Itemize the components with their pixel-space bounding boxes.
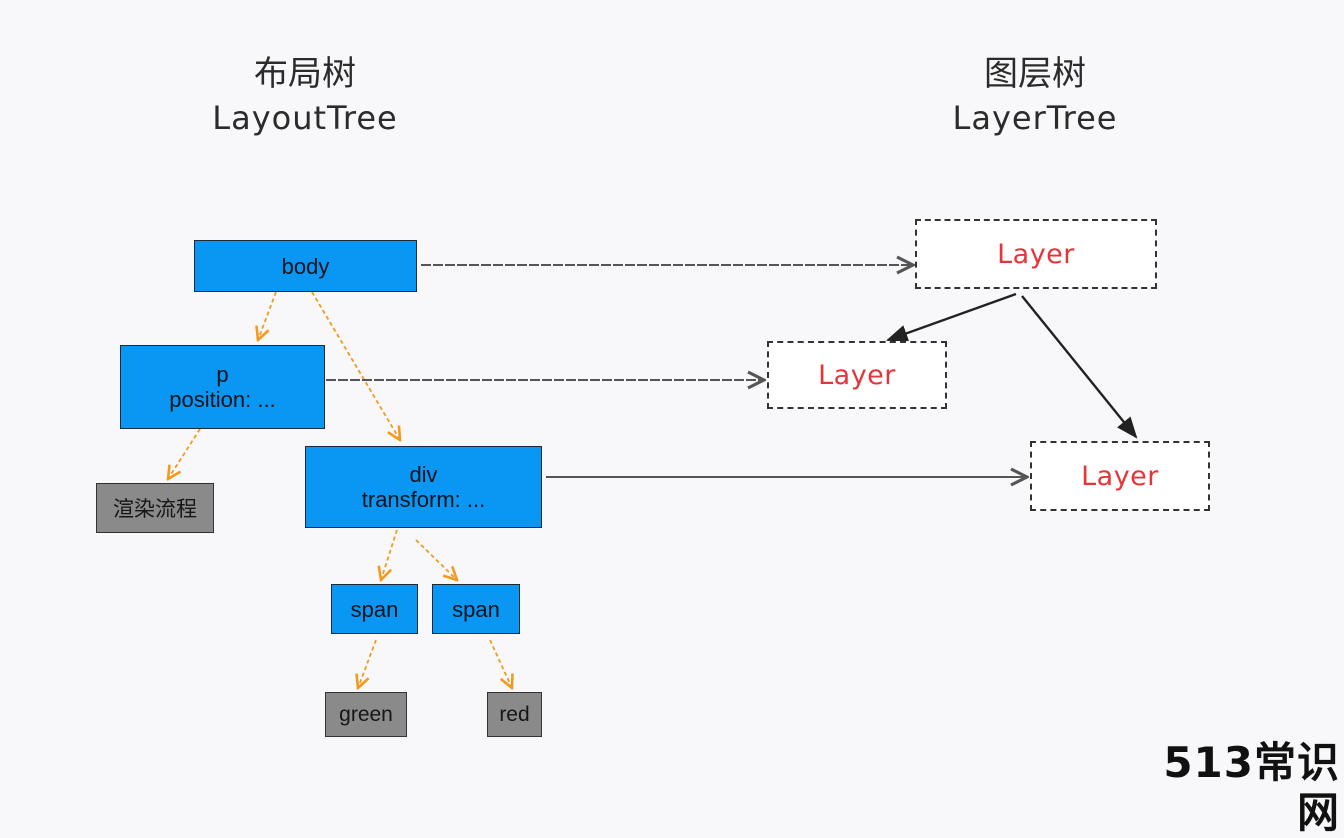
diagram-edges bbox=[0, 0, 1138, 794]
layout-node-body: body bbox=[194, 240, 417, 292]
layout-node-div: div transform: ... bbox=[305, 446, 542, 528]
edge-body-to-p bbox=[258, 291, 277, 340]
text-node-red-label: red bbox=[499, 702, 530, 726]
text-node-render-process-label: 渲染流程 bbox=[113, 498, 197, 521]
edge-span-2-to-red bbox=[489, 639, 512, 688]
layout-node-p-style: position: ... bbox=[169, 387, 276, 412]
layout-node-p-tag: p bbox=[216, 362, 229, 387]
layout-node-body-label: body bbox=[281, 253, 330, 279]
layer-node-bottom-label: Layer bbox=[1081, 460, 1159, 492]
layer-node-middle: Layer bbox=[767, 341, 947, 409]
layout-node-span-2-label: span bbox=[452, 596, 500, 622]
site-watermark: 513常识网 bbox=[1163, 738, 1340, 837]
layer-node-top: Layer bbox=[915, 219, 1157, 289]
layout-tree-title-zh: 布局树 bbox=[254, 54, 356, 94]
edge-p-to-render-process bbox=[168, 428, 201, 479]
layer-node-top-label: Layer bbox=[997, 238, 1075, 270]
edge-div-to-span-2 bbox=[415, 539, 457, 580]
layout-node-div-style: transform: ... bbox=[361, 487, 486, 512]
layout-node-div-tag: div bbox=[409, 462, 438, 487]
layer-tree-title-zh: 图层树 bbox=[984, 54, 1086, 94]
layout-node-span-1: span bbox=[331, 584, 418, 634]
layer-node-bottom: Layer bbox=[1030, 441, 1210, 511]
layer-node-middle-label: Layer bbox=[818, 359, 896, 391]
text-node-green: green bbox=[325, 692, 407, 737]
layout-tree-title-en: LayoutTree bbox=[212, 99, 398, 137]
layout-node-span-2: span bbox=[432, 584, 520, 634]
layout-tree-heading: 布局树 LayoutTree bbox=[170, 52, 440, 140]
edge-body-to-div bbox=[311, 291, 400, 440]
text-node-green-label: green bbox=[339, 702, 393, 726]
layout-node-p: p position: ... bbox=[120, 345, 325, 429]
edge-span-1-to-green bbox=[358, 639, 377, 688]
edge-div-to-span-1 bbox=[381, 529, 398, 580]
text-node-red: red bbox=[487, 692, 542, 737]
layer-edge-top-to-middle bbox=[885, 292, 1017, 342]
layout-node-span-1-label: span bbox=[350, 596, 399, 622]
layer-edge-top-to-bottom bbox=[1021, 295, 1138, 439]
layer-tree-heading: 图层树 LayerTree bbox=[900, 52, 1170, 140]
layer-tree-title-en: LayerTree bbox=[952, 99, 1118, 137]
text-node-render-process: 渲染流程 bbox=[96, 483, 214, 533]
